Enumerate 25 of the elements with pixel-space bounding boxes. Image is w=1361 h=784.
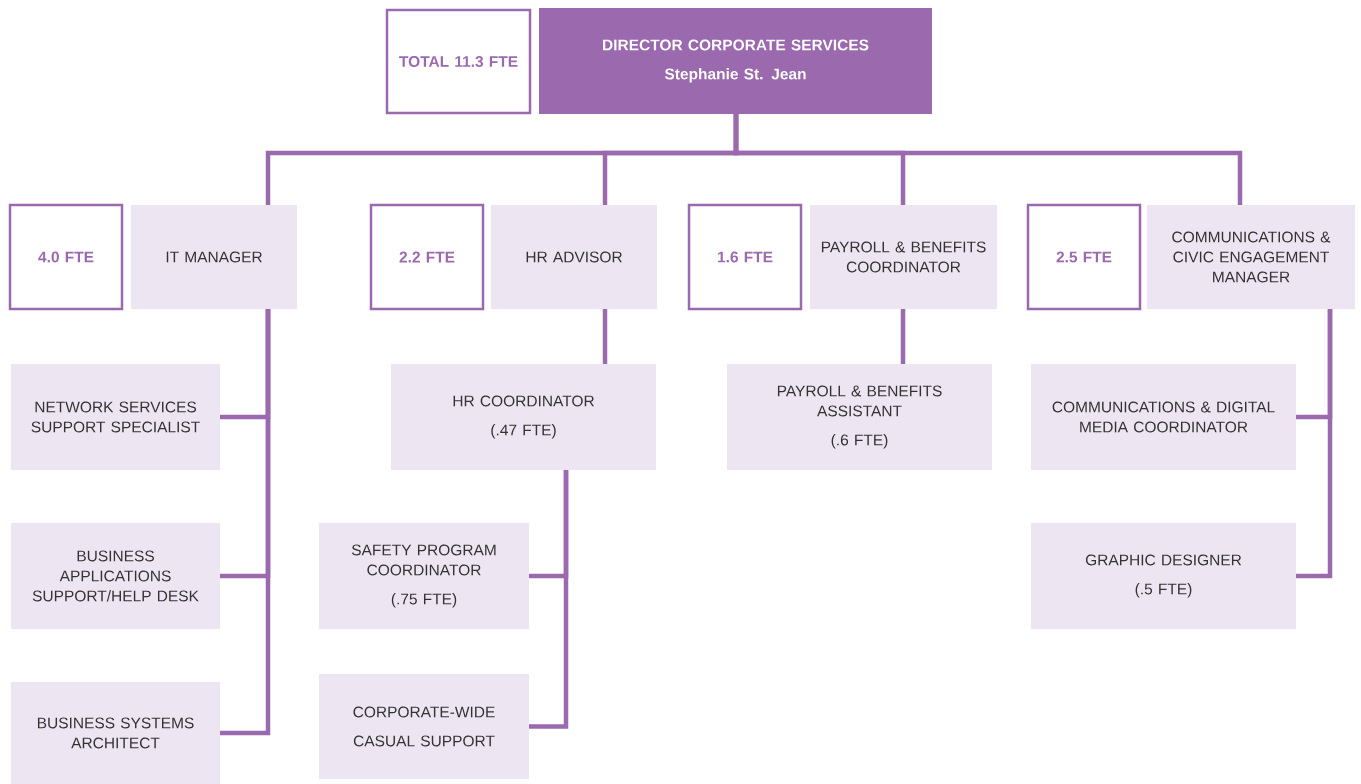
fte-box: 2.2 FTE (369, 203, 485, 311)
position-box: SAFETY PROGRAM COORDINATOR (.75 FTE) (319, 523, 529, 629)
connector-line (1296, 309, 1333, 579)
connector-line (733, 114, 1243, 205)
fte-box: 4.0 FTE (8, 203, 124, 311)
position-box: PAYROLL & BENEFITS ASSISTANT (.6 FTE) (727, 364, 992, 470)
position-box: HR COORDINATOR (.47 FTE) (391, 364, 656, 470)
fte-box: 2.5 FTE (1026, 203, 1142, 311)
position-box: GRAPHIC DESIGNER (.5 FTE) (1031, 523, 1296, 629)
position-box: BUSINESS SYSTEMS ARCHITECT (11, 682, 220, 784)
fte-box: 1.6 FTE (687, 203, 803, 311)
position-box: IT MANAGER (131, 205, 297, 309)
position-box: BUSINESS APPLICATIONS SUPPORT/HELP DESK (11, 523, 220, 629)
connector-line (900, 309, 906, 364)
total-fte-box: TOTAL 11.3 FTE (385, 8, 532, 115)
position-box: PAYROLL & BENEFITS COORDINATOR (810, 205, 997, 309)
connector-line (220, 309, 271, 736)
connector-line (602, 309, 608, 364)
connector-line (529, 470, 569, 729)
position-box: COMMUNICATIONS & DIGITAL MEDIA COORDINATOR (1031, 364, 1296, 470)
position-box: COMMUNICATIONS & CIVIC ENGAGEMENT MANAGER (1147, 205, 1355, 309)
position-box: NETWORK SERVICES SUPPORT SPECIALIST (11, 364, 220, 470)
director-box: DIRECTOR CORPORATE SERVICES Stephanie St. Jean (539, 8, 932, 114)
position-box: CORPORATE-WIDE CASUAL SUPPORT (319, 674, 529, 779)
position-box: HR ADVISOR (491, 205, 657, 309)
